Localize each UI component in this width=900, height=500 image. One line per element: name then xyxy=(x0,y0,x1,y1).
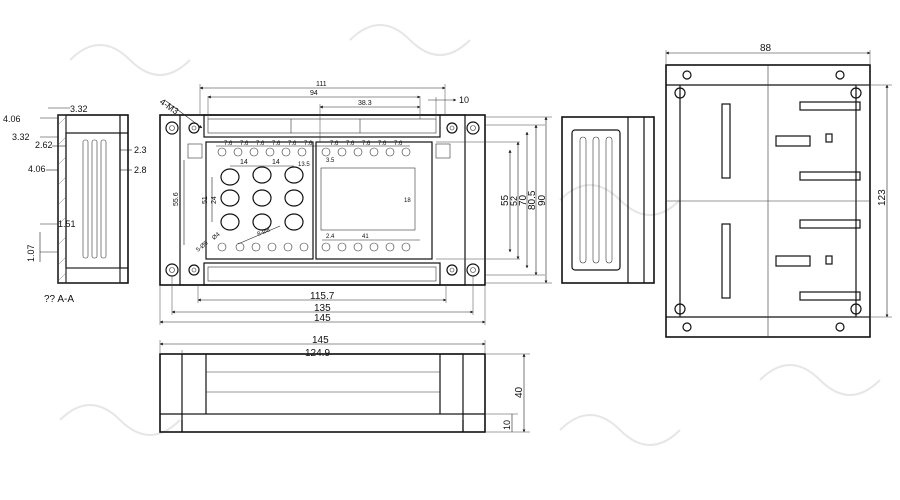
dim-94: 94 xyxy=(310,90,318,97)
dim-332a: 3.32 xyxy=(70,104,88,114)
section-caption: ?? A-A xyxy=(44,294,74,305)
section-hatch xyxy=(57,114,67,284)
section-view-a-a: 3.32 4.06 3.32 2.62 2.3 2.8 4.06 1.51 1.… xyxy=(3,104,147,305)
dim-76-b: 7.6 xyxy=(240,141,249,147)
dim-76-h: 7.6 xyxy=(346,141,355,147)
dim-18: 18 xyxy=(404,198,411,204)
dim-76-i: 7.6 xyxy=(362,141,371,147)
dim-76-e: 7.6 xyxy=(288,141,297,147)
dim-111: 111 xyxy=(316,81,327,88)
dim-76-a: 7.6 xyxy=(224,141,233,147)
front-dim-145: 145 xyxy=(312,335,329,346)
bottom-dim-123: 123 xyxy=(877,189,888,206)
dim-24: 24 xyxy=(211,196,218,204)
dim-76-c: 7.6 xyxy=(256,141,265,147)
dim-332b: 3.32 xyxy=(12,132,30,142)
dim-dia8: 8-Ø8 xyxy=(257,227,272,238)
top-view: 115.7 135 145 111 94 38.3 10 4-M3 7.6 7.… xyxy=(158,81,552,325)
dim-52: 52 xyxy=(509,196,519,206)
hole-callout: 4-M3 xyxy=(158,96,181,116)
terminal-holes-top-row xyxy=(217,147,411,157)
dim-76-g: 7.6 xyxy=(330,141,339,147)
background-watermark xyxy=(59,24,881,446)
dim-76-j: 7.6 xyxy=(378,141,387,147)
dim-76-k: 7.6 xyxy=(394,141,403,147)
dim-23: 2.3 xyxy=(134,145,147,155)
dim-135-small: 13.5 xyxy=(298,162,310,168)
dim-24-width: 2.4 xyxy=(326,234,335,240)
dim-151: 1.51 xyxy=(58,219,76,229)
dim-76-f: 7.6 xyxy=(304,141,313,147)
dim-90: 90 xyxy=(537,194,548,206)
dim-dia5: 5-Ø5 xyxy=(195,240,210,254)
dim-70: 70 xyxy=(518,194,529,206)
dim-dia4: Ø4 xyxy=(211,231,221,241)
dim-262: 2.62 xyxy=(35,140,53,150)
dim-107: 1.07 xyxy=(26,244,36,262)
gland-holes xyxy=(217,166,304,252)
terminal-holes-bottom-row xyxy=(235,242,411,252)
side-view xyxy=(561,116,655,284)
dim-406b: 4.06 xyxy=(28,164,46,174)
dim-76-d: 7.6 xyxy=(272,141,281,147)
bottom-view: 88 123 xyxy=(665,43,892,338)
front-dim-40: 40 xyxy=(514,386,525,398)
dim-35: 3.5 xyxy=(326,158,335,164)
dim-406a: 4.06 xyxy=(3,114,21,124)
dim-14a: 14 xyxy=(240,159,248,166)
dim-145: 145 xyxy=(314,313,331,324)
dim-135: 135 xyxy=(314,303,331,314)
dim-41: 41 xyxy=(362,234,369,240)
front-dim-1249: 124.9 xyxy=(305,348,330,359)
dim-556: 55.6 xyxy=(173,192,180,206)
dim-51: 51 xyxy=(202,196,209,204)
dim-1157: 115.7 xyxy=(310,291,335,302)
dim-28: 2.8 xyxy=(134,165,147,175)
dim-55: 55 xyxy=(500,194,511,206)
front-view: 145 124.9 40 10 xyxy=(159,335,530,433)
dim-10: 10 xyxy=(459,95,469,105)
front-dim-10: 10 xyxy=(502,420,512,430)
dim-805: 80.5 xyxy=(527,190,538,210)
bottom-dim-88: 88 xyxy=(760,43,772,54)
dim-383: 38.3 xyxy=(358,100,372,107)
dim-14b: 14 xyxy=(272,159,280,166)
